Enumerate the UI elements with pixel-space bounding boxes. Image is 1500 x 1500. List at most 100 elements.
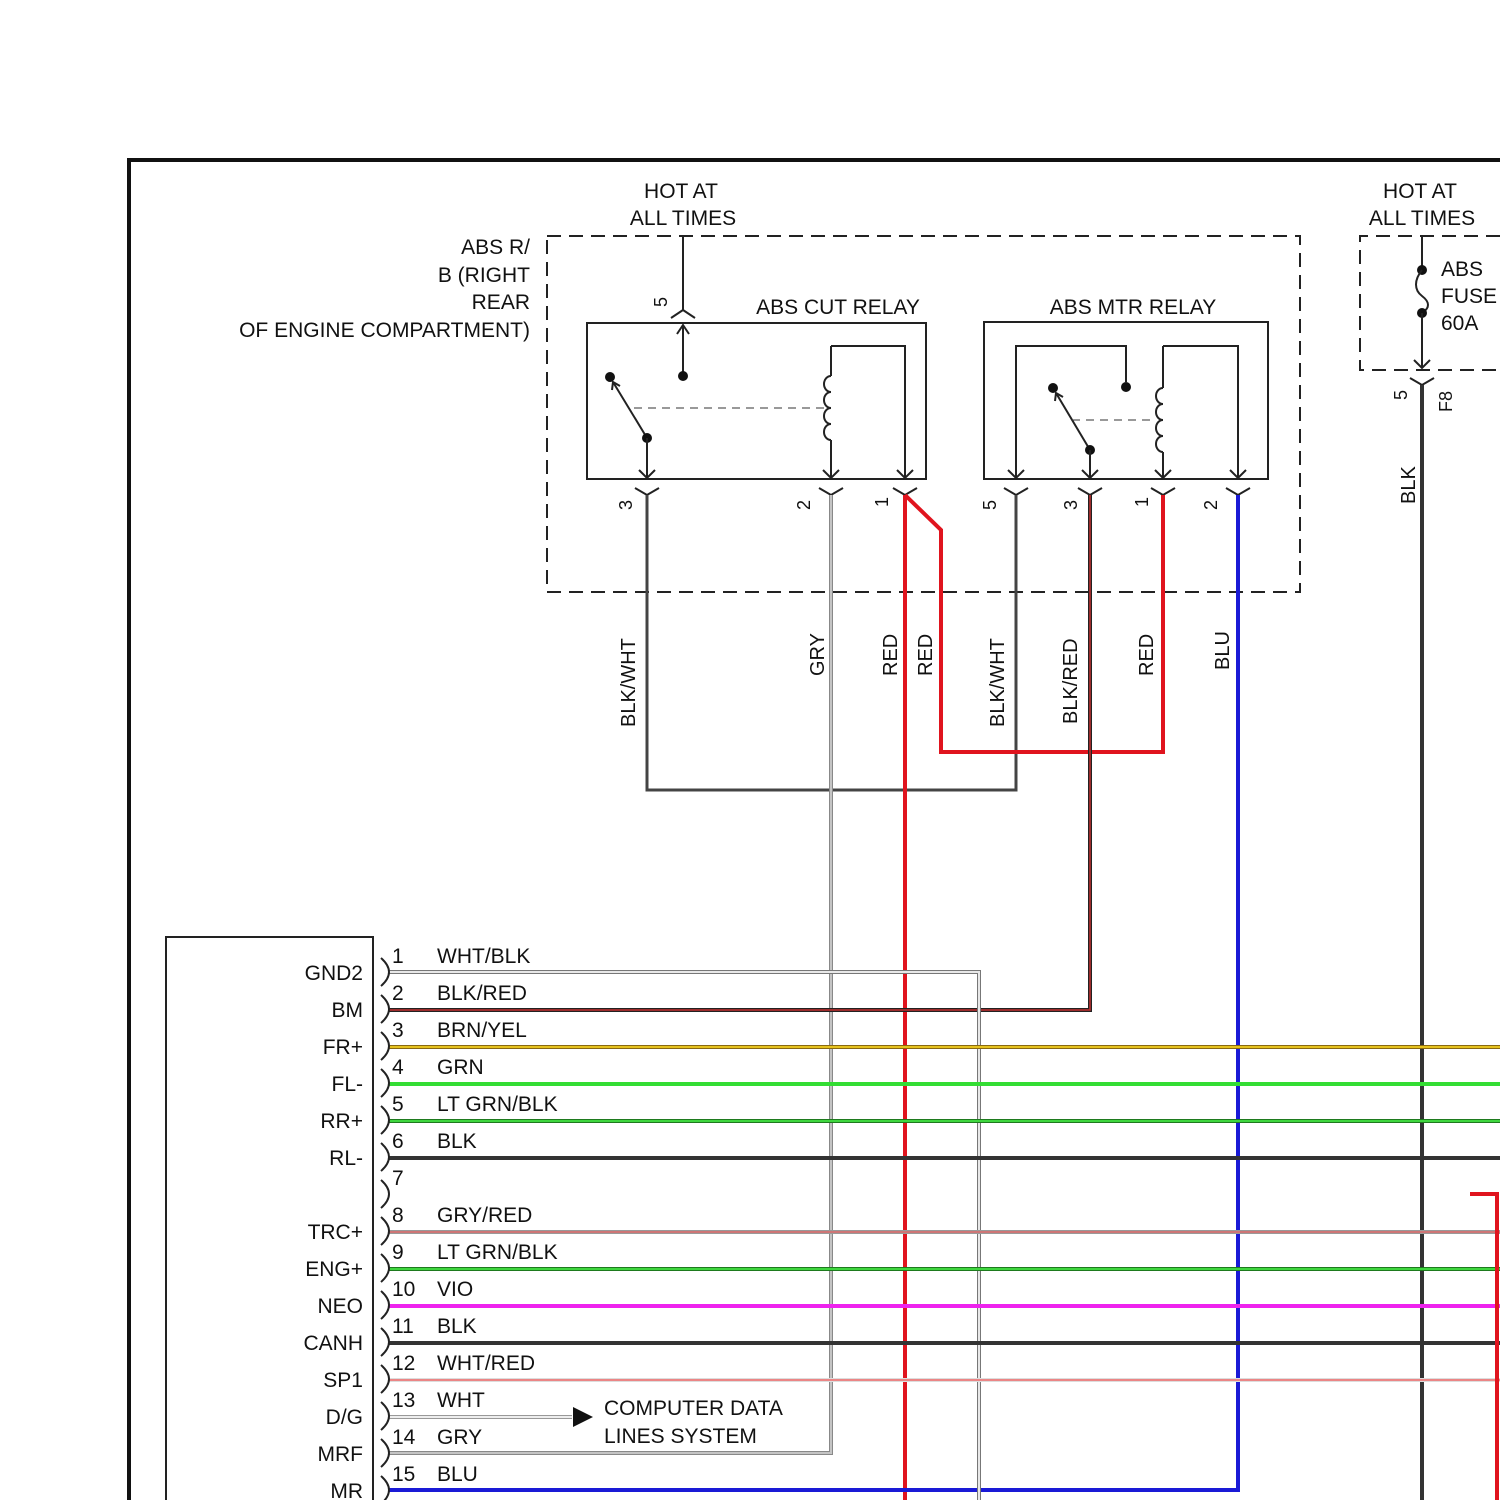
- wire-label: BLK/RED: [1060, 638, 1082, 724]
- ecu-pin-bracket: [381, 1069, 389, 1097]
- ecu-pin-bracket: [381, 1476, 389, 1500]
- ecu-pin-wire-color: BLK: [437, 1315, 477, 1338]
- ecu-pin-bracket: [381, 995, 389, 1023]
- ecu-pin-wire-color: BLK/RED: [437, 982, 527, 1005]
- wire-label: BLK/WHT: [987, 638, 1009, 727]
- ecu-pin-wire-color: WHT/RED: [437, 1352, 535, 1375]
- cut-relay-pin5-label: 5: [651, 297, 671, 307]
- ecu-pin-wire-color: LT GRN/BLK: [437, 1093, 558, 1116]
- ecu-pin-name: RL-: [329, 1147, 363, 1170]
- mtr-relay-pin-label: 5: [980, 500, 1000, 510]
- cut-relay-pin5-connector: [671, 310, 695, 318]
- mtr-relay-pin-label: 3: [1061, 500, 1081, 510]
- ecu-pin-number: 11: [392, 1315, 414, 1338]
- relay-block-label-4: OF ENGINE COMPARTMENT): [239, 319, 530, 342]
- ecu-pin-wire-color: GRN: [437, 1056, 484, 1079]
- mtr-relay-pin-connectors: [1004, 488, 1250, 495]
- ecu-pin-name: MRF: [318, 1443, 364, 1466]
- ecu-pin-wire-color: BLK: [437, 1130, 477, 1153]
- ecu-pin-number: 10: [392, 1278, 415, 1301]
- ecu-pin-number: 9: [392, 1241, 404, 1264]
- ecu-pin-name: ENG+: [305, 1258, 363, 1281]
- data-lines-arrow-icon: [573, 1407, 593, 1427]
- wire-red-right-edge: [1470, 1194, 1497, 1500]
- ecu-pin-number: 8: [392, 1204, 404, 1227]
- ecu-pin-number: 1: [392, 945, 404, 968]
- ecu-pin-number: 3: [392, 1019, 404, 1042]
- ecu-pin-bracket: [381, 1365, 389, 1393]
- ecu-pin-wire-color: VIO: [437, 1278, 473, 1301]
- ecu-pin-name: MR: [330, 1480, 363, 1500]
- ecu-pin-name: NEO: [317, 1295, 363, 1318]
- ecu-pin-number: 12: [392, 1352, 415, 1375]
- hot-at-all-times-label-right-2: ALL TIMES: [1369, 207, 1475, 230]
- ecu-pin-bracket: [381, 1402, 389, 1430]
- ecu-pin-wire-color: BRN/YEL: [437, 1019, 527, 1042]
- ecu-pin-wire-color: GRY/RED: [437, 1204, 532, 1227]
- ecu-pin-name: RR+: [320, 1110, 363, 1133]
- abs-fuse-label-3: 60A: [1441, 312, 1478, 335]
- cut-relay-contact: [678, 371, 688, 381]
- cut-relay-pin-connectors: [635, 488, 917, 495]
- ecu-pin-number: 15: [392, 1463, 415, 1486]
- hot-at-all-times-label-left-2: ALL TIMES: [630, 207, 736, 230]
- hot-at-all-times-label-left: HOT AT: [644, 180, 718, 203]
- wire-label: RED: [880, 634, 902, 676]
- wire-label: BLK/WHT: [618, 638, 640, 727]
- fuse-connector-label: F8: [1436, 391, 1456, 412]
- relay-block-outline: [547, 236, 1300, 592]
- abs-fuse-label: ABS: [1441, 258, 1483, 281]
- cut-relay-pin-label: 3: [616, 500, 636, 510]
- ecu-pin-bracket: [381, 1180, 389, 1208]
- ecu-pin-name: BM: [332, 999, 364, 1022]
- ecu-pin-wire-color: WHT: [437, 1389, 485, 1412]
- fuse-pin-connector: [1410, 378, 1434, 385]
- wire-label: RED: [915, 634, 937, 676]
- data-lines-label: COMPUTER DATA: [604, 1397, 783, 1420]
- ecu-pin-number: 6: [392, 1130, 404, 1153]
- abs-fuse-symbol: [1416, 270, 1428, 313]
- ecu-pin-number: 7: [392, 1167, 404, 1190]
- ecu-pin-wire-color: GRY: [437, 1426, 482, 1449]
- abs-fuse-label-2: FUSE: [1441, 285, 1497, 308]
- abs-mtr-relay-title: ABS MTR RELAY: [1050, 296, 1216, 319]
- mtr-relay-pin-label: 1: [1132, 497, 1152, 507]
- wire-label: BLK: [1398, 466, 1420, 504]
- ecu-pin-number: 4: [392, 1056, 404, 1079]
- ecu-pin-bracket: [381, 1032, 389, 1060]
- ecu-pin-name: FR+: [323, 1036, 363, 1059]
- cut-relay-pin-label: 2: [794, 500, 814, 510]
- ecu-pin-name: GND2: [305, 962, 363, 985]
- fuse-pin-label: 5: [1391, 390, 1411, 400]
- ecu-pin-bracket: [381, 958, 389, 986]
- ecu-pin-bracket: [381, 1217, 389, 1245]
- ecu-pin-bracket: [381, 1439, 389, 1467]
- ecu-pin-wire-color: LT GRN/BLK: [437, 1241, 558, 1264]
- wire-label: BLU: [1212, 631, 1234, 670]
- wire-label: GRY: [807, 633, 829, 676]
- wire-gnd2-wht-blk: [388, 972, 979, 1500]
- mtr-relay-coil: [1156, 346, 1238, 478]
- ecu-pin-name: CANH: [303, 1332, 363, 1355]
- ecu-pin-bracket: [381, 1328, 389, 1356]
- hot-at-all-times-label-right: HOT AT: [1383, 180, 1457, 203]
- ecu-pin-wire-color: WHT/BLK: [437, 945, 530, 968]
- ecu-pin-number: 14: [392, 1426, 416, 1449]
- ecu-pin-name: TRC+: [308, 1221, 363, 1244]
- ecu-pin-name: FL-: [332, 1073, 364, 1096]
- ecu-pin-name: SP1: [323, 1369, 363, 1392]
- ecu-pin-bracket: [381, 1254, 389, 1282]
- ecu-pin-number: 13: [392, 1389, 415, 1412]
- cut-relay-pin-label: 1: [872, 497, 892, 507]
- abs-cut-relay-title: ABS CUT RELAY: [756, 296, 920, 319]
- data-lines-label-2: LINES SYSTEM: [604, 1425, 757, 1448]
- relay-block-label-2: B (RIGHT: [438, 264, 530, 287]
- ecu-pin-name: D/G: [326, 1406, 363, 1429]
- ecu-pin-bracket: [381, 1143, 389, 1171]
- mtr-relay-contact: [1121, 382, 1131, 392]
- wire-red-branch: [905, 495, 1163, 752]
- wire-label: RED: [1136, 634, 1158, 676]
- ecu-pin-bracket: [381, 1106, 389, 1134]
- ecu-pin-number: 5: [392, 1093, 404, 1116]
